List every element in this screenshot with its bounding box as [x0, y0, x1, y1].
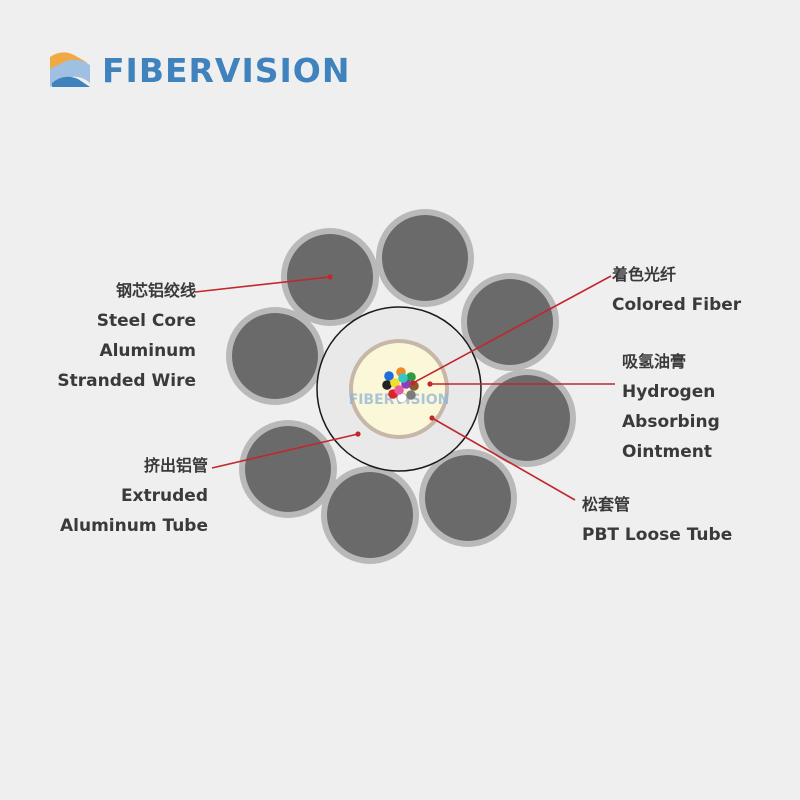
leader-steel-core-dot — [327, 274, 333, 280]
colored-fiber-11 — [394, 385, 404, 395]
brand-name: FIBERVISION — [102, 50, 351, 90]
fibervision-logo-icon — [50, 52, 90, 87]
colored-fiber-5 — [406, 390, 416, 400]
steel-core-4 — [484, 375, 570, 461]
label-pbt-tube-cn: 松套管 — [582, 495, 631, 514]
steel-core-7 — [245, 426, 331, 512]
brand-logo: FIBERVISION — [48, 45, 350, 95]
label-pbt-tube-line1: PBT Loose Tube — [582, 525, 733, 545]
steel-core-6 — [327, 472, 413, 558]
label-steel-core-line2: Aluminum — [99, 341, 196, 361]
leader-extruded-tube — [211, 433, 359, 469]
label-extruded-tube-line2: Aluminum Tube — [60, 516, 208, 536]
label-pbt-tube: 松套管 PBT Loose Tube — [582, 490, 732, 550]
colored-fiber-8 — [382, 380, 392, 390]
colored-fiber-12 — [398, 373, 408, 383]
leader-extruded-tube-dot — [355, 431, 361, 437]
steel-core-8 — [232, 313, 318, 399]
label-steel-core-line3: Stranded Wire — [57, 371, 196, 391]
colored-fiber-1 — [384, 371, 394, 381]
leader-pbt-tube-dot — [429, 415, 435, 421]
steel-core-2 — [382, 215, 468, 301]
label-colored-fiber: 着色光纤 Colored Fiber — [612, 260, 741, 320]
label-ointment-line3: Ointment — [622, 442, 712, 462]
steel-core-3 — [467, 279, 553, 365]
label-ointment-line2: Absorbing — [622, 412, 720, 432]
label-colored-fiber-cn: 着色光纤 — [612, 265, 677, 284]
label-steel-core: 钢芯铝绞线 Steel Core Aluminum Stranded Wire — [52, 276, 196, 396]
label-steel-core-cn: 钢芯铝绞线 — [115, 281, 196, 300]
colored-fiber-3 — [406, 372, 416, 382]
label-ointment-line1: Hydrogen — [622, 382, 716, 402]
leader-colored-fiber-dot — [410, 380, 416, 386]
label-extruded-tube-cn: 挤出铝管 — [143, 456, 208, 475]
label-ointment: 吸氢油膏 Hydrogen Absorbing Ointment — [622, 347, 720, 467]
label-extruded-tube-line1: Extruded — [120, 486, 208, 506]
leader-ointment-dot — [427, 381, 433, 387]
leader-colored-fiber — [412, 275, 612, 384]
steel-core-5 — [425, 455, 511, 541]
label-extruded-tube: 挤出铝管 Extruded Aluminum Tube — [52, 451, 208, 541]
label-steel-core-line1: Steel Core — [96, 311, 196, 331]
label-ointment-cn: 吸氢油膏 — [622, 352, 687, 371]
leader-steel-core — [194, 276, 331, 293]
label-colored-fiber-line1: Colored Fiber — [612, 295, 742, 315]
colored-fiber-9 — [390, 378, 400, 388]
leader-pbt-tube — [431, 417, 576, 501]
